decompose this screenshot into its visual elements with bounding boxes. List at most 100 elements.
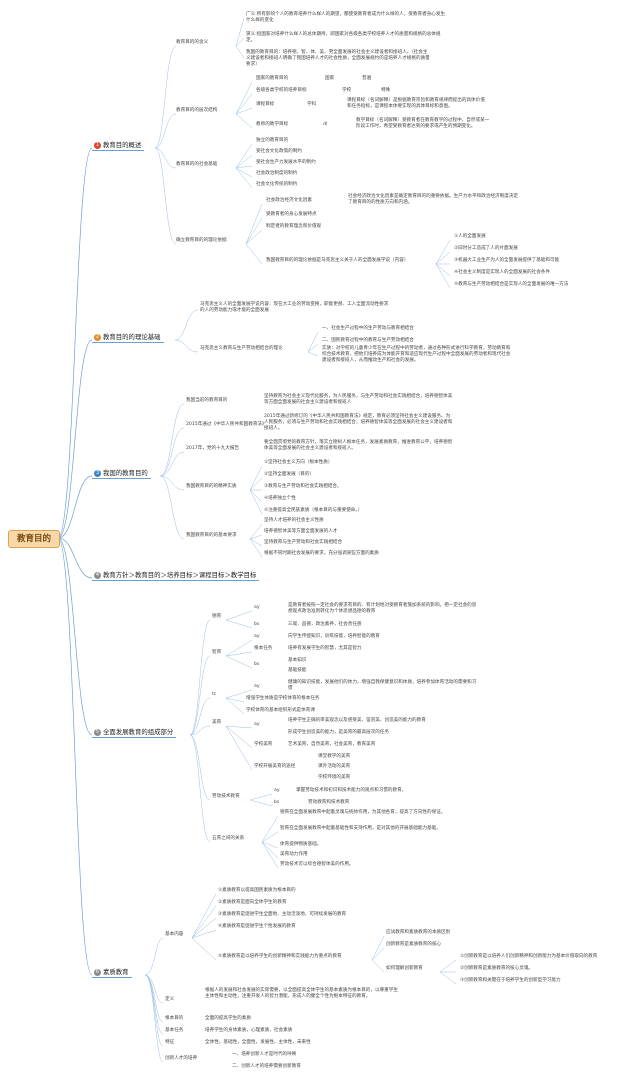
mind-map-node[interactable]: 基本知识 xyxy=(288,658,307,663)
mind-map-node[interactable]: 培养德智体美等方面全面发展的人才 xyxy=(264,529,338,534)
root-topic[interactable]: 教育目的 xyxy=(8,530,60,548)
mind-map-node[interactable]: 健康的知识技能，发展他们的体力，增强自我保健意识和体质，培养参加体育活动的需要和… xyxy=(288,680,477,691)
mind-map-node[interactable]: ④素质教育是促进学生个性发展的教育 xyxy=(218,924,296,929)
mind-map-node[interactable]: 坚持人才培养的社会主义性质 xyxy=(264,518,324,523)
mind-map-node[interactable]: 应试教育和素质教育的本质区别 xyxy=(386,930,451,935)
mind-map-node[interactable]: 基本内容 xyxy=(165,932,184,937)
mind-map-node[interactable]: 我国教育目的的理论依据是马克思主义关于人的全面发展学说（内容） xyxy=(266,258,409,263)
mind-map-node[interactable]: 要全面贯彻党的教育方针，落实立德树人根本任务，发展素质教育，推进教育公平，培养德… xyxy=(264,440,453,451)
mind-map-node[interactable]: 增强学生体质是学校体育的根本任务 xyxy=(246,696,320,701)
mind-map-node[interactable]: 劳动技术教育 xyxy=(212,794,240,799)
mind-map-node[interactable]: 形成学生创造美的能力，是美育的最高层次的任务 xyxy=(288,730,390,735)
mind-map-node[interactable]: 受社会文化政策的制约 xyxy=(256,149,302,154)
mind-map-node[interactable]: 是教育者按照一定社会的要求有目的、有计划地对受教育者施加系统的影响，把一定社会的… xyxy=(288,603,477,614)
mind-map-node[interactable]: ay xyxy=(254,634,260,639)
mind-map-node[interactable]: 课外活动的美育 xyxy=(318,764,351,769)
mind-map-node[interactable]: 社会经济政治文化因素是确定教育目的的重要依据。生产力水平和政治经济制度决定了教育… xyxy=(348,194,518,205)
mind-map-node[interactable]: 课堂教学的美育 xyxy=(318,754,351,759)
mind-map-node[interactable]: 社会政治经济文化因素 xyxy=(266,198,312,203)
mind-map-node[interactable]: 二、国民教育过程中的教育与生产劳动相结合 xyxy=(322,338,414,343)
mind-map-node[interactable]: 课程目标 xyxy=(256,102,275,107)
mind-map-node[interactable]: 马克思主义人的全面发展学说内容：现在大工业的劳动变换，职能更替、工人全面流动性要… xyxy=(200,302,389,313)
mind-map-node[interactable]: 掌握劳动技术和初识和技术能力的观点和习惯的教育。 xyxy=(296,788,407,793)
mind-map-node[interactable]: 三观、品德，政治素养，社会责任感 xyxy=(288,622,362,627)
mind-map-node[interactable]: 实质：对学校的儿童青少年在生产过程中的劳动者，通过各种形式进行科学教育，劳动教育… xyxy=(322,346,511,363)
mind-map-node[interactable]: 学科 xyxy=(307,102,317,107)
mind-map-node[interactable]: 特殊 xyxy=(381,88,391,93)
mind-map-node[interactable]: 德育 xyxy=(212,614,222,619)
mind-map-node[interactable]: dl xyxy=(323,122,328,127)
mind-map-node[interactable]: ①坚持社会主义方向（根本性质） xyxy=(264,460,333,465)
mind-map-node[interactable]: 学校环境的美育 xyxy=(318,775,351,780)
mind-map-node[interactable]: 创新教育是素质教育的核心 xyxy=(386,942,442,947)
mind-map-node[interactable]: 德育在全面发展教育中起着灵魂与统帅作用，为其他各育，提高了方向性的保证。 xyxy=(280,810,446,815)
mind-map-node[interactable]: 定义 xyxy=(165,997,175,1002)
mind-map-node[interactable]: 教师的教学目标 xyxy=(256,122,289,127)
mind-map-node[interactable]: 2015年通过新修订的《中华人民共和国教育法》规定，教育必须坚持社会主义建设服务… xyxy=(264,414,453,431)
mind-map-node[interactable]: 特征 xyxy=(165,1040,175,1045)
mind-map-node[interactable]: 确立教育目的的理论依据 xyxy=(176,238,227,243)
mind-map-node[interactable]: 一、社会生产过程中的生产劳动与教育相结合 xyxy=(322,326,414,331)
mind-map-node[interactable]: 一、培养创新人才是时代的呼唤 xyxy=(232,1052,297,1057)
mind-map-node[interactable]: 劳动技术可以综合德智体美的作用。 xyxy=(280,862,354,867)
mind-map-node[interactable]: ay xyxy=(254,605,260,610)
mind-map-node[interactable]: tc xyxy=(212,692,217,697)
mind-map-node[interactable]: ②坚持全面发展（目的） xyxy=(264,472,315,477)
mind-map-node[interactable]: ⑤教育与生产劳动相结合是实现人的全面发展的唯一方法 xyxy=(454,282,569,287)
mind-map-node[interactable]: ②素质教育是面向全体学生的教育 xyxy=(218,900,287,905)
mind-map-node[interactable]: 受教育者的身心发展特点 xyxy=(266,212,317,217)
mind-map-node[interactable]: bs xyxy=(274,800,280,805)
mind-map-node[interactable]: 学校 xyxy=(342,88,352,93)
mind-map-node[interactable]: ay xyxy=(274,788,280,793)
mind-map-node[interactable]: 社会文化传统的制约 xyxy=(256,182,298,187)
mind-map-node[interactable]: 教育目的的层次结构 xyxy=(176,108,218,113)
mind-map-node[interactable]: 学校美育 xyxy=(254,742,273,747)
mind-map-node[interactable]: 根本任务 xyxy=(254,646,273,651)
mind-map-node[interactable]: 教育目的的含义 xyxy=(176,40,209,45)
mind-map-node[interactable]: 五育之间的关系 xyxy=(212,836,245,841)
mind-map-node[interactable]: ③机器大工业生产为人的全面发展提供了基础和可能 xyxy=(454,258,560,263)
mind-map-node[interactable]: 广义:所有影响个人的教育培养什么样人的期望，都使受教育者成为什么样的人，受教育者… xyxy=(246,12,446,23)
mind-map-node[interactable]: 教学目标（名词解释）受教育者在教育教学的过程中，自然或某一阶段工作时，希望受教育… xyxy=(356,118,490,129)
mind-map-node[interactable]: bs xyxy=(254,662,260,667)
mind-map-node[interactable]: 根据不同时期社会发展的要求，充分强调某些方面的素质 xyxy=(264,551,379,556)
mind-map-node[interactable]: 向学生传授知识，训练技能，培养智能的教育 xyxy=(288,634,380,639)
mind-map-node[interactable]: 马克思主义教育与生产劳动相结合的理论 xyxy=(200,346,283,351)
mind-map-node[interactable]: 教育目的的社会基础 xyxy=(176,162,218,167)
mind-map-node[interactable]: ④培养独立个性 xyxy=(264,496,296,501)
mind-map-node[interactable]: 如何理解创新教育 xyxy=(386,966,423,971)
mind-map-node[interactable]: 创新人才的培养 xyxy=(165,1056,198,1061)
mind-map-node[interactable]: 学校体育的基本组织形式是体育课 xyxy=(246,708,315,713)
mind-map-node[interactable]: 受社会生产力发展水平的制约 xyxy=(256,160,316,165)
mind-map-node[interactable]: ④社会主义制度是实现人的全面发展的社会条件 xyxy=(454,270,550,275)
mind-map-node[interactable]: ③教育与生产劳动和社会实践相结合。 xyxy=(264,484,342,489)
mind-map-node[interactable]: 国家 xyxy=(325,76,335,81)
mind-map-node[interactable]: ②旧时分工造成了人的片面发展 xyxy=(454,246,518,251)
mind-map-node[interactable]: ①人的全面发展 xyxy=(454,234,486,239)
mind-map-node[interactable]: 我国教育目的的精神实质 xyxy=(186,484,237,489)
mind-map-node[interactable]: 基础技能 xyxy=(288,668,307,673)
mind-map-node[interactable]: 体育提供物质基础。 xyxy=(280,842,322,847)
mind-map-node[interactable]: 智育 xyxy=(212,650,222,655)
mind-map-node[interactable]: ③素质教育是促进学生全面地、主动活泼地、可持续发展的教育 xyxy=(218,912,347,917)
mind-map-node[interactable]: 我国的教育目的：培养德、智、体、美、劳全面发展的社会主义建设者和接班人。（社会主… xyxy=(246,50,430,67)
mind-map-node[interactable]: 学校开展美育的途径 xyxy=(254,764,296,769)
mind-map-node[interactable]: 培养学生正确的审美观念以及感受美、鉴赏美、创造美的能力的教育 xyxy=(288,718,426,723)
mind-map-node[interactable]: 我国教育目的的基本要求 xyxy=(186,533,237,538)
mind-map-node[interactable]: 独立的教育目的 xyxy=(256,138,289,143)
mind-map-node[interactable]: 制定者的教育理念和价值观 xyxy=(266,224,322,229)
mind-map-node[interactable]: ⑤素质教育是以培养学生的创新精神和实践能力为重点的教育 xyxy=(218,954,342,959)
mind-map-node[interactable]: ay xyxy=(254,684,260,689)
mind-map-node[interactable]: 课程目标（名词解释）是根据教育宗旨和教育规律而提出的具体价值和任务指标，是课程本… xyxy=(347,98,485,109)
mind-map-node[interactable]: 社会政治制度的制约 xyxy=(256,171,298,176)
mind-map-node[interactable]: 我国当前的教育目的 xyxy=(186,398,228,403)
mind-map-node[interactable]: 根本目的 xyxy=(165,1016,184,1021)
mind-map-node[interactable]: ③创新教育和关键在于培养学生的创新型学习能力 xyxy=(460,978,561,983)
mind-map-node[interactable]: 二、创新人才的培养需要创新教育 xyxy=(232,1064,301,1069)
mind-map-node[interactable]: 全面的提高学生的素质 xyxy=(205,1016,251,1021)
